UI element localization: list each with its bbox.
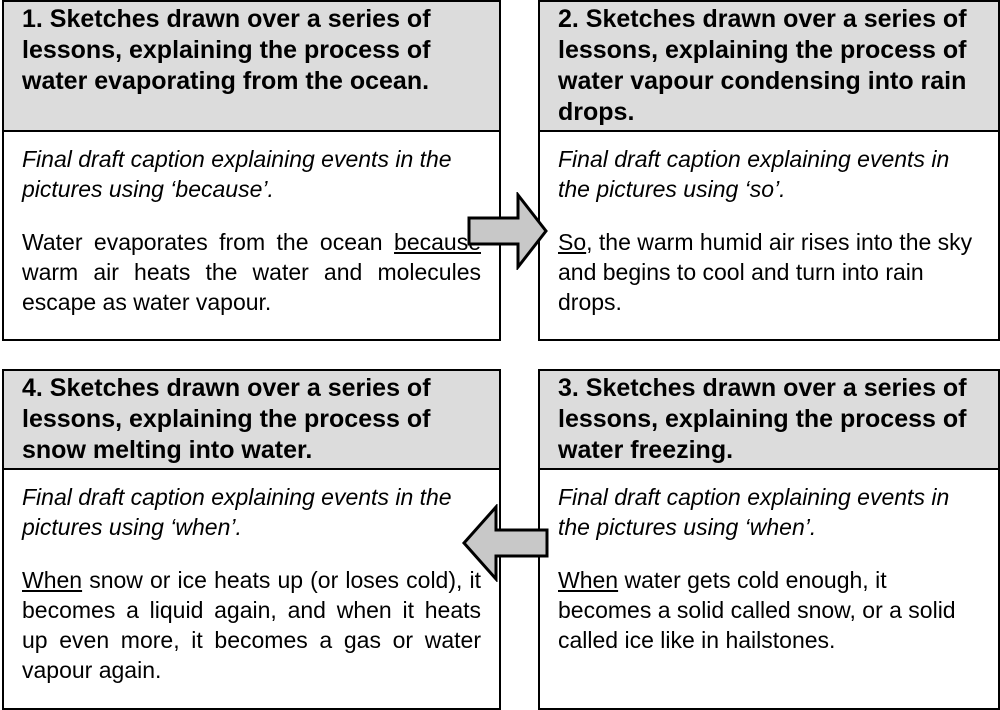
panel-4-body: Final draft caption explaining events in… — [4, 470, 499, 685]
panel-4-caption-instruction: Final draft caption explaining events in… — [22, 484, 452, 540]
panel-3-heading: 3. Sketches drawn over a series of lesso… — [540, 371, 998, 470]
panel-1-caption-instruction: Final draft caption explaining events in… — [22, 146, 452, 202]
panel-3-caption-instruction: Final draft caption explaining events in… — [558, 484, 950, 540]
left-arrow — [461, 504, 549, 582]
panel-1-keyword: because — [394, 229, 481, 255]
panel-4-keyword: When — [22, 567, 83, 593]
panel-2: 2. Sketches drawn over a series of lesso… — [538, 0, 1000, 341]
panel-3-keyword: When — [558, 567, 619, 593]
panel-2-keyword: So — [558, 229, 587, 255]
panel-3: 3. Sketches drawn over a series of lesso… — [538, 369, 1000, 710]
panel-4-heading: 4. Sketches drawn over a series of lesso… — [4, 371, 499, 470]
panel-4: 4. Sketches drawn over a series of lesso… — [2, 369, 501, 710]
panel-2-caption-text: So, the warm humid air rises into the sk… — [558, 227, 980, 317]
panel-2-caption-instruction: Final draft caption explaining events in… — [558, 146, 950, 202]
panel-3-text-end: water gets cold enough, it becomes a sol… — [558, 567, 956, 653]
panel-1-text-start: Water evaporates from the ocean — [22, 229, 395, 255]
panel-1: 1. Sketches drawn over a series of lesso… — [2, 0, 501, 341]
right-arrow — [467, 192, 548, 270]
panel-3-caption-text: When water gets cold enough, it becomes … — [558, 565, 980, 655]
panel-3-body: Final draft caption explaining events in… — [540, 470, 998, 655]
panel-4-text-end: snow or ice heats up (or loses cold), it… — [22, 567, 481, 683]
panel-1-heading: 1. Sketches drawn over a series of lesso… — [4, 2, 499, 132]
panel-2-body: Final draft caption explaining events in… — [540, 132, 998, 317]
panel-2-heading: 2. Sketches drawn over a series of lesso… — [540, 2, 998, 132]
panel-1-text-end: warm air heats the water and molecules e… — [22, 259, 481, 315]
panel-1-body: Final draft caption explaining events in… — [4, 132, 499, 317]
panel-2-text-end: , the warm humid air rises into the sky … — [558, 229, 973, 315]
panel-4-caption-text: When snow or ice heats up (or loses cold… — [22, 565, 481, 685]
panel-1-caption-text: Water evaporates from the ocean because … — [22, 227, 481, 317]
